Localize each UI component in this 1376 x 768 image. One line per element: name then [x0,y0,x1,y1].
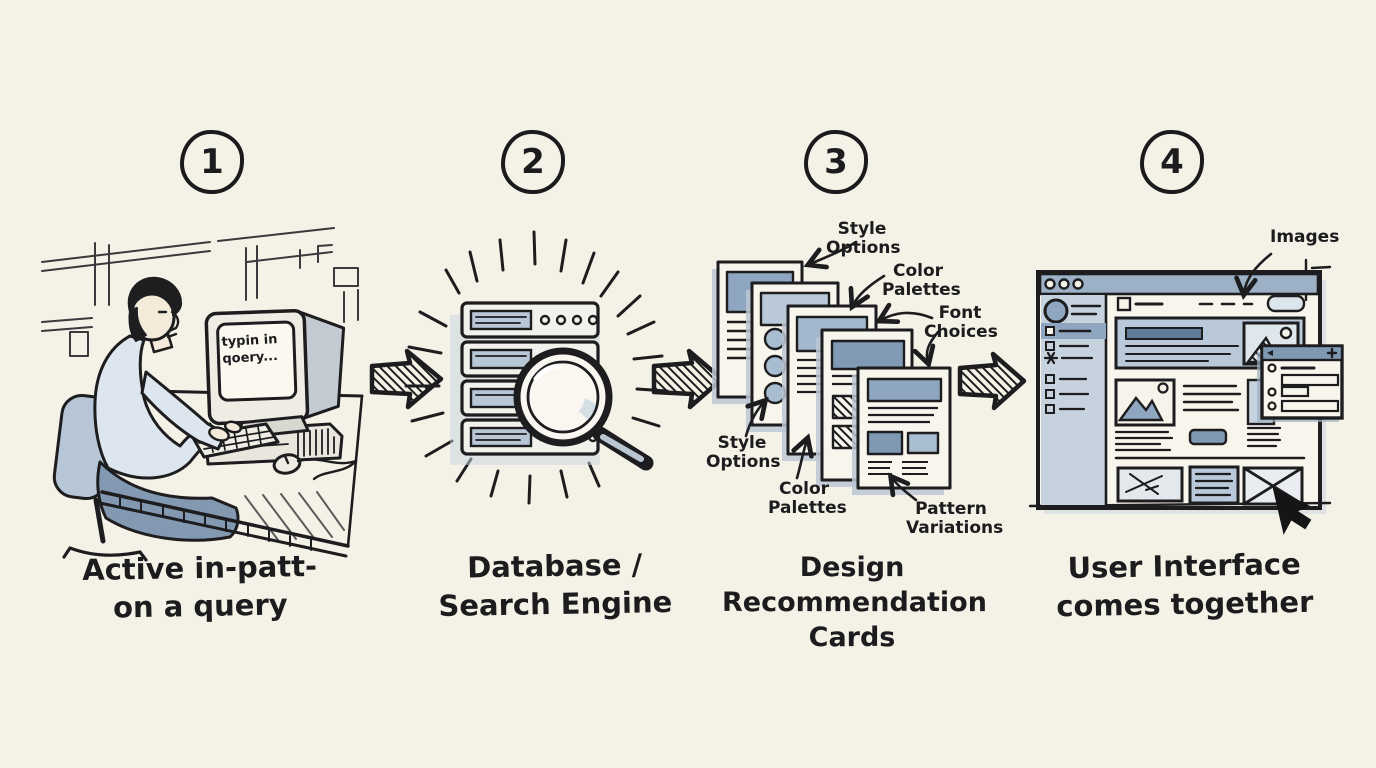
step-2-caption: Database / Search Engine [414,546,695,626]
person-at-computer-illustration [41,227,364,562]
callout-line: Pattern [915,499,987,519]
step-3-caption-line2: Recommendation [722,587,987,619]
step-1-number: 1 [180,130,244,194]
step-4-caption: User Interface comes together [1041,546,1327,626]
step-2-number-label: 2 [521,142,545,182]
callout-line: Style [837,219,887,239]
callout-color-palettes-bottom: Color Palettes [768,479,847,519]
magnifier-icon [513,347,654,471]
cursor-icon [1272,487,1312,535]
callout-line: Options [826,238,901,259]
step-2-number: 2 [501,130,565,194]
step-4-number: 4 [1140,130,1204,194]
monitor-screen-text: typin in qoery... [221,331,297,369]
callout-line: Palettes [882,280,961,301]
step-1-caption-line2: on a query [112,587,288,625]
step-1-caption: Active in-patt- on a query [49,547,350,628]
step-3-caption-line3: Cards [808,622,896,654]
step-3-number-label: 3 [824,142,848,182]
step-1-caption-line1: Active in-patt- [81,548,318,588]
callout-line: Style [717,433,767,453]
callout-line: Images [1270,227,1340,247]
callout-line: Variations [906,518,1004,539]
callout-line: Color [778,479,830,499]
callout-font-choices: Font Choices [924,303,998,343]
step-3-caption: Design Recommendation Cards [722,550,987,655]
design-cards-illustration [712,240,952,502]
step-4-caption-line2: comes together [1056,584,1314,623]
step-3-caption-line1: Design [799,552,905,583]
step-3-number: 3 [804,130,868,194]
callout-color-palettes-top: Color Palettes [882,261,961,301]
callout-line: Font [938,303,982,323]
flow-arrow-3 [957,351,1027,411]
flow-arrow-2 [651,348,725,410]
step-4-caption-line1: User Interface [1067,546,1302,586]
callout-line: Palettes [768,498,847,519]
callout-style-options-top: Style Options [826,219,901,259]
callout-line: Color [892,261,944,281]
callout-line: Options [706,452,781,473]
database-search-illustration [404,230,669,505]
floating-panel [1257,344,1344,422]
step-4-number-label: 4 [1160,142,1184,182]
callout-images: Images [1270,227,1340,247]
flow-arrow-1 [369,348,444,410]
callout-style-options-bottom: Style Options [706,433,781,473]
step-1-number-label: 1 [200,142,224,182]
browser-wireframe-illustration [1028,252,1344,535]
callout-line: Choices [924,322,998,343]
step-2-caption-line1: Database / [466,547,643,585]
callout-pattern-variations: Pattern Variations [906,499,1004,539]
step-2-caption-line2: Search Engine [438,584,673,623]
